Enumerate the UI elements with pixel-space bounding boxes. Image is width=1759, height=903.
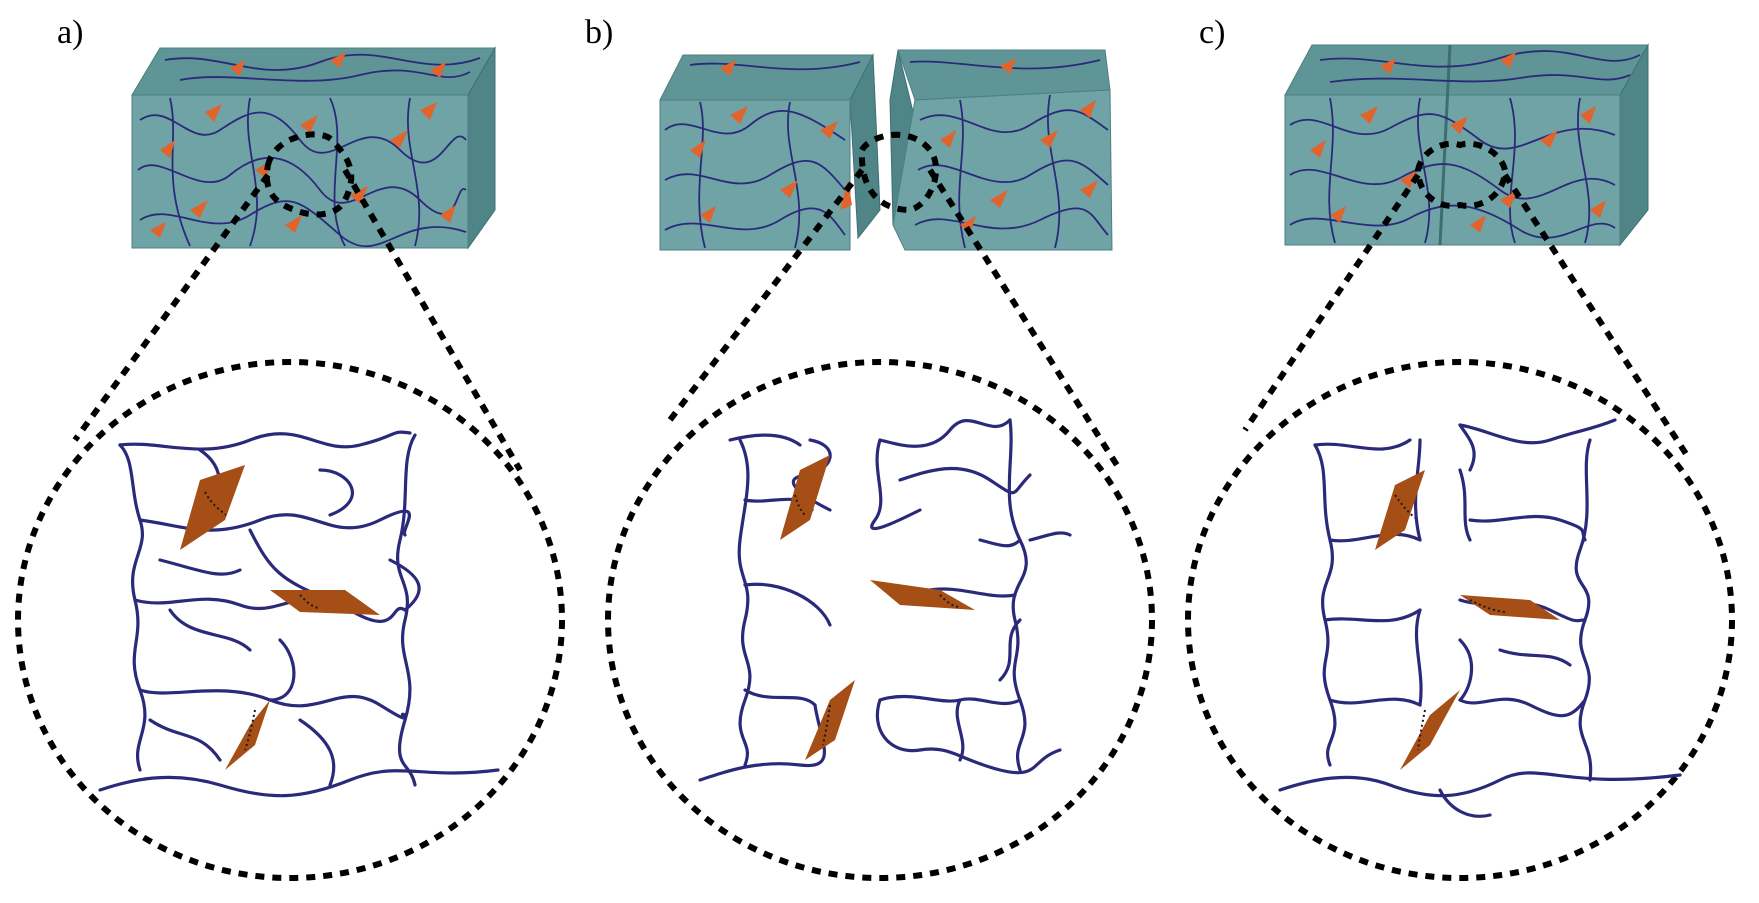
panel-b bbox=[605, 49, 1155, 881]
zoom-platelets bbox=[180, 465, 380, 770]
nanoplatelet-icon bbox=[225, 700, 270, 770]
nanoplatelet-icon bbox=[180, 465, 245, 550]
panel-label-b: b) bbox=[585, 14, 614, 51]
block-front-face bbox=[131, 94, 469, 249]
nanoplatelet-icon bbox=[270, 590, 380, 615]
polymer-chain-icon bbox=[118, 443, 147, 772]
zoom-line-left bbox=[72, 173, 271, 442]
panel-label-c: c) bbox=[1199, 14, 1226, 51]
block-platelets bbox=[150, 52, 456, 238]
plate-bonds bbox=[204, 491, 319, 751]
panel-c bbox=[1185, 43, 1735, 881]
block-chains bbox=[137, 53, 481, 248]
panel-a bbox=[15, 46, 565, 881]
zoom-line-right bbox=[342, 168, 523, 472]
polymer-network-intact bbox=[98, 430, 500, 798]
panel-label-a: a) bbox=[57, 14, 84, 51]
composite-block-icon bbox=[1284, 43, 1649, 247]
composite-block-icon bbox=[659, 49, 1113, 251]
zoom-region-outline bbox=[263, 131, 355, 218]
composite-block-icon bbox=[131, 46, 496, 250]
zoom-circle-icon bbox=[15, 359, 565, 881]
